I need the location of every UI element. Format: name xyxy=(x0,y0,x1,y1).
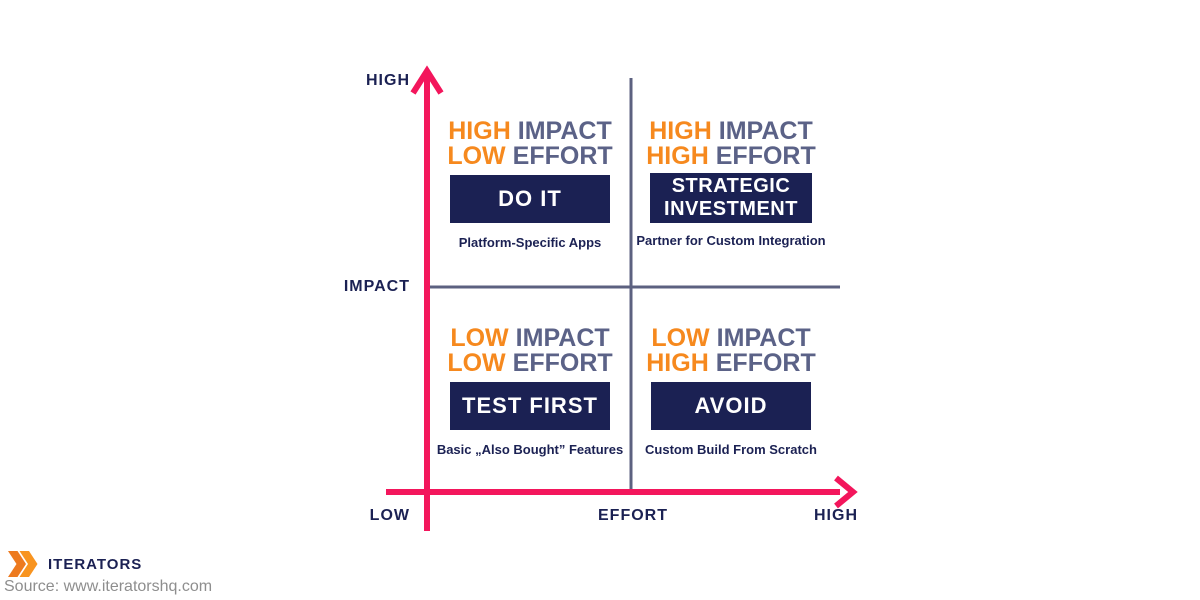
heading-rest: IMPACT xyxy=(515,324,610,352)
action-box-do-it: DO IT xyxy=(450,175,610,223)
quadrant-caption: Platform-Specific Apps xyxy=(458,235,602,250)
heading-rest: IMPACT xyxy=(716,324,811,352)
heading-highlight: LOW xyxy=(651,324,710,352)
action-box-strategic-investment: STRATEGIC INVESTMENT xyxy=(650,173,812,223)
heading-rest: EFFORT xyxy=(512,142,613,170)
iterators-chevrons-icon xyxy=(8,551,38,577)
heading-highlight: HIGH xyxy=(448,117,511,145)
action-box-avoid: AVOID xyxy=(651,382,811,430)
x-axis-arrowhead-icon xyxy=(834,475,858,509)
heading-highlight: LOW xyxy=(447,349,506,377)
quadrant-caption: Custom Build From Scratch xyxy=(645,442,817,457)
quadrant-caption: Basic „Also Bought” Features xyxy=(436,442,624,457)
heading-highlight: LOW xyxy=(450,324,509,352)
effort-high-label: HIGH xyxy=(814,507,858,524)
source-attribution: Source: www.iteratorshq.com xyxy=(4,578,213,595)
impact-high-label: HIGH xyxy=(366,72,410,89)
heading-highlight: HIGH xyxy=(646,349,709,377)
y-axis-arrowhead-icon xyxy=(410,65,444,95)
action-box-test-first: TEST FIRST xyxy=(450,382,610,430)
origin-low-label: LOW xyxy=(369,507,410,524)
heading-highlight: LOW xyxy=(447,142,506,170)
brand-logo: ITERATORS xyxy=(8,551,142,577)
heading-highlight: HIGH xyxy=(649,117,712,145)
heading-rest: IMPACT xyxy=(718,117,813,145)
heading-rest: EFFORT xyxy=(715,349,816,377)
heading-rest: IMPACT xyxy=(517,117,612,145)
quadrant-caption: Partner for Custom Integration xyxy=(636,233,826,248)
impact-axis-label: IMPACT xyxy=(343,278,410,295)
effort-axis-label: EFFORT xyxy=(598,507,668,524)
heading-rest: EFFORT xyxy=(715,142,816,170)
brand-name: ITERATORS xyxy=(48,555,143,573)
heading-highlight: HIGH xyxy=(646,142,709,170)
heading-rest: EFFORT xyxy=(512,349,613,377)
